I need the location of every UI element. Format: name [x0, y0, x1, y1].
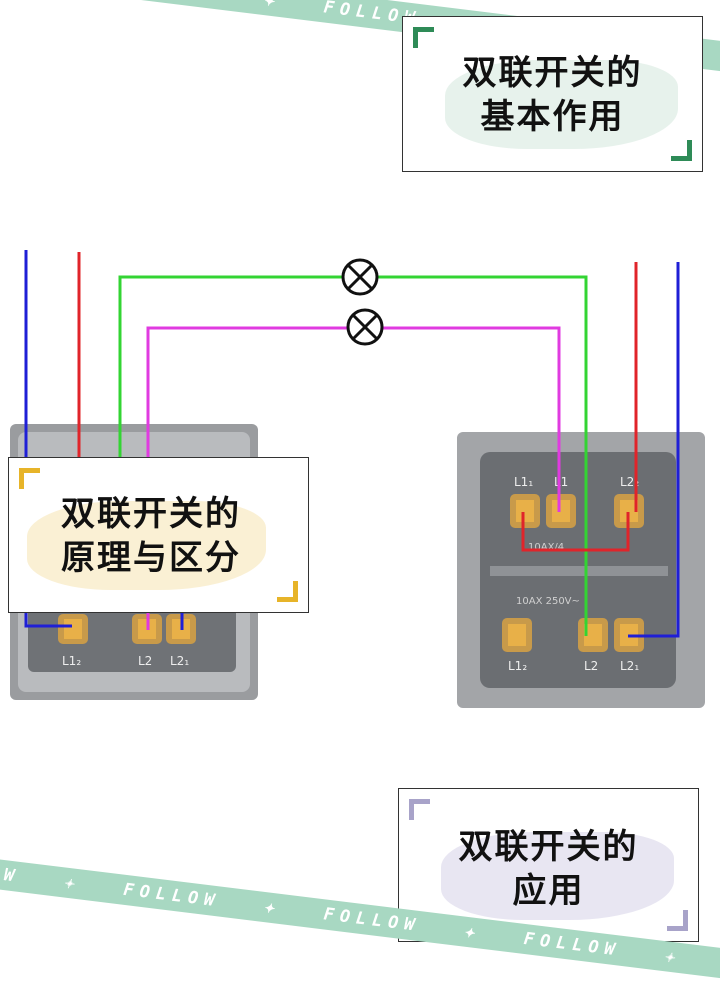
right-label-bottom-l21: L2₁ — [620, 659, 639, 673]
right-label-top-l11: L1₁ — [514, 475, 533, 489]
right-marking-lower: 10AX 250V~ — [516, 596, 580, 607]
left-lamp2-wire — [146, 326, 347, 458]
sparkle-icon: ✦ — [663, 946, 682, 969]
left-neutral-wire — [24, 250, 72, 628]
sparkle-icon: ✦ — [262, 897, 282, 919]
card-title: 双联开关的 原理与区分 — [9, 492, 308, 580]
right-terminal-top-l1 — [546, 494, 576, 528]
left-label-l2: L2 — [138, 654, 152, 668]
corner-bracket-icon — [409, 799, 430, 820]
right-terminal-bottom-l12 — [502, 618, 532, 652]
sparkle-icon: ✦ — [62, 872, 82, 895]
card-title-line1: 双联开关的 — [458, 827, 639, 867]
corner-bracket-icon — [277, 581, 298, 602]
left-lamp1-wire — [118, 275, 342, 462]
card-title-line2: 应用 — [512, 871, 585, 911]
right-label-bottom-l12: L1₂ — [508, 659, 527, 673]
card-title: 双联开关的 基本作用 — [403, 51, 702, 139]
right-live-bridge — [521, 512, 630, 552]
card-title-line2: 原理与区分 — [61, 538, 241, 578]
left-label-l21: L2₁ — [170, 654, 189, 668]
lamp1-right-wire — [378, 275, 588, 636]
right-marking-upper: 10AX/4 — [528, 542, 564, 553]
right-terminal-bottom-l2 — [578, 618, 608, 652]
card-title-line1: 双联开关的 — [462, 53, 643, 93]
lamp-2 — [346, 308, 384, 346]
card-basic-function: 双联开关的 基本作用 — [402, 16, 703, 172]
right-terminal-top-l11 — [510, 494, 540, 528]
left-terminal-l12 — [58, 614, 88, 644]
corner-bracket-icon — [671, 140, 692, 161]
sparkle-icon: ✦ — [462, 921, 482, 944]
corner-bracket-icon — [19, 468, 40, 489]
card-title: 双联开关的 应用 — [399, 825, 698, 913]
corner-bracket-icon — [667, 910, 688, 931]
card-title-line2: 基本作用 — [480, 97, 625, 137]
lamp2-right-wire — [383, 326, 561, 512]
corner-bracket-icon — [413, 27, 434, 48]
left-label-l12: L1₂ — [62, 654, 81, 668]
card-application: 双联开关的 应用 — [398, 788, 699, 942]
card-principle: 双联开关的 原理与区分 — [8, 457, 309, 613]
right-neutral-wire — [628, 262, 680, 638]
card-title-line1: 双联开关的 — [61, 494, 241, 534]
lamp-1 — [341, 258, 379, 296]
right-label-top-l22: L2₂ — [620, 475, 639, 489]
right-label-top-l1: L1 — [554, 475, 568, 489]
right-label-bottom-l2: L2 — [584, 659, 598, 673]
